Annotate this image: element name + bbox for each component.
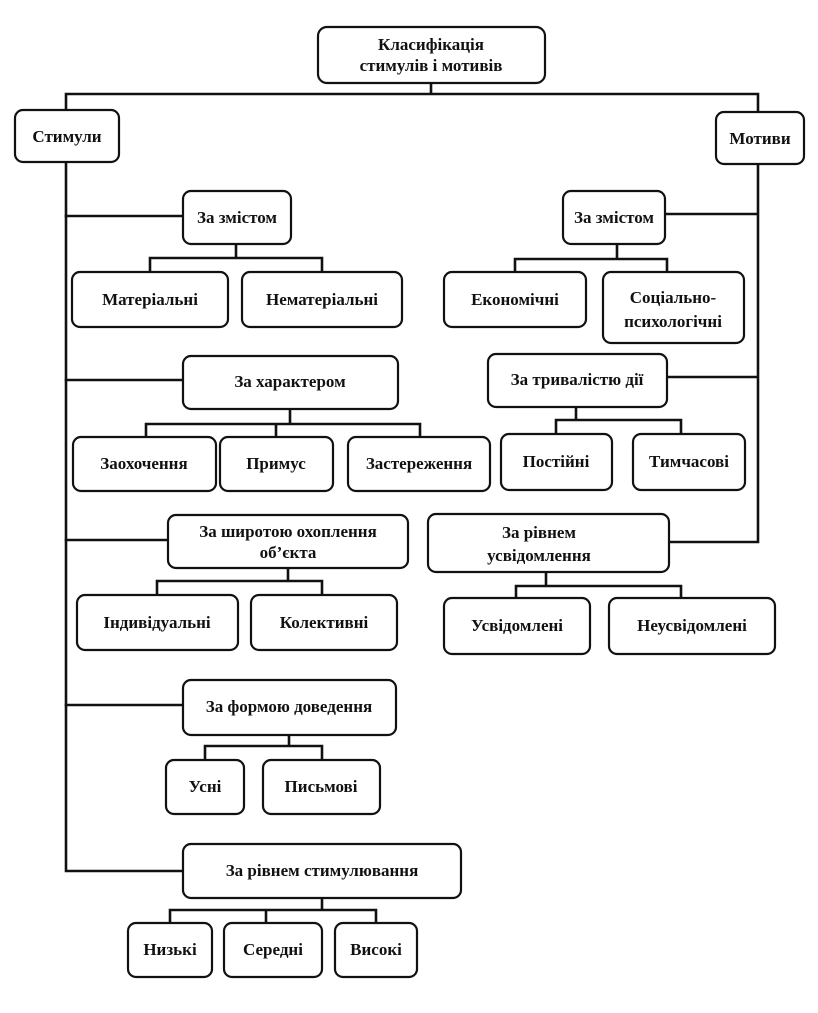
item-label: Постійні <box>523 452 590 471</box>
item-label: Матеріальні <box>102 290 198 309</box>
stimuli-group-coverage: За широтою охоплення об’єкта <box>166 513 410 570</box>
connector-s2 <box>144 407 422 439</box>
stimuli-group-character: За характером <box>181 354 400 411</box>
stimuli-item-individual: Індивідуальні <box>75 593 240 652</box>
motives-group-duration: За тривалістю дії <box>486 352 669 409</box>
root-title-line2: стимулів і мотивів <box>360 56 503 75</box>
item-label-line2: психологічні <box>624 312 722 331</box>
group-title-line2: об’єкта <box>260 543 317 562</box>
item-label: Неусвідомлені <box>637 616 747 635</box>
connector-root <box>64 80 760 114</box>
group-title-line1: За рівнем <box>502 523 576 542</box>
stimuli-item-medium: Середні <box>222 921 324 979</box>
motives-item-permanent: Постійні <box>499 432 614 492</box>
group-title: За формою доведення <box>206 697 372 716</box>
connector-s3 <box>155 566 324 597</box>
group-title: За змістом <box>574 208 654 227</box>
item-label: Колективні <box>280 613 369 632</box>
connector-s5 <box>168 896 378 925</box>
motives-group-content: За змістом <box>561 189 667 246</box>
stimuli-title: Стимули <box>32 127 101 146</box>
stimuli-item-written: Письмові <box>261 758 382 816</box>
stimuli-group-level: За рівнем стимулювання <box>181 842 463 900</box>
stimuli-item-coercion: Примус <box>218 435 335 493</box>
stimuli-group-content: За змістом <box>181 189 293 246</box>
connector-m3 <box>514 570 683 600</box>
stimuli-item-collective: Колективні <box>249 593 399 652</box>
stimuli-item-high: Високі <box>333 921 419 979</box>
motives-title: Мотиви <box>729 129 790 148</box>
group-title: За рівнем стимулювання <box>226 861 419 880</box>
item-label: Високі <box>350 940 402 959</box>
motives-item-economic: Економічні <box>442 270 588 329</box>
motives-group-awareness: За рівнем усвідомлення <box>426 512 671 574</box>
connector-m2 <box>554 405 683 436</box>
item-label: Застереження <box>366 454 472 473</box>
group-title: За характером <box>234 372 346 391</box>
item-label: Нематеріальні <box>266 290 378 309</box>
item-label: Усвідомлені <box>471 616 563 635</box>
stimuli-item-warning: Застереження <box>346 435 492 493</box>
stimuli-node: Стимули <box>13 108 121 164</box>
item-label: Тимчасові <box>649 452 729 471</box>
stimuli-item-oral: Усні <box>164 758 246 816</box>
connector-stimuli-trunk <box>64 160 185 873</box>
connector-s1 <box>148 243 324 274</box>
item-label-line1: Соціально- <box>630 288 717 307</box>
stimuli-item-material: Матеріальні <box>70 270 230 329</box>
item-label: Економічні <box>471 290 559 309</box>
motives-item-unconscious: Неусвідомлені <box>607 596 777 656</box>
root-title-line1: Класифікація <box>378 35 484 54</box>
motives-node: Мотиви <box>714 110 806 166</box>
item-label: Індивідуальні <box>103 613 211 632</box>
group-title: За змістом <box>197 208 277 227</box>
motives-item-temporary: Тимчасові <box>631 432 747 492</box>
item-label: Примус <box>246 454 306 473</box>
group-title-line1: За широтою охоплення <box>199 522 377 541</box>
group-title: За тривалістю дії <box>511 370 644 389</box>
connector-motives-trunk <box>663 162 760 544</box>
connectors <box>64 80 760 925</box>
stimuli-group-form: За формою доведення <box>181 678 398 737</box>
motives-item-sociopsych: Соціально- психологічні <box>601 270 746 345</box>
root-node: Класифікація стимулів і мотивів <box>316 25 547 85</box>
stimuli-item-nonmaterial: Нематеріальні <box>240 270 404 329</box>
motives-item-conscious: Усвідомлені <box>442 596 592 656</box>
item-label: Письмові <box>285 777 358 796</box>
connector-m1 <box>513 242 669 274</box>
item-label: Усні <box>189 777 222 796</box>
item-label: Середні <box>243 940 303 959</box>
connector-s4 <box>203 733 324 762</box>
connector-stimuli-branches <box>64 214 185 707</box>
stimuli-item-encouragement: Заохочення <box>71 435 218 493</box>
stimuli-item-low: Низькі <box>126 921 214 979</box>
item-label: Низькі <box>143 940 197 959</box>
item-label: Заохочення <box>100 454 187 473</box>
group-title-line2: усвідомлення <box>487 546 591 565</box>
